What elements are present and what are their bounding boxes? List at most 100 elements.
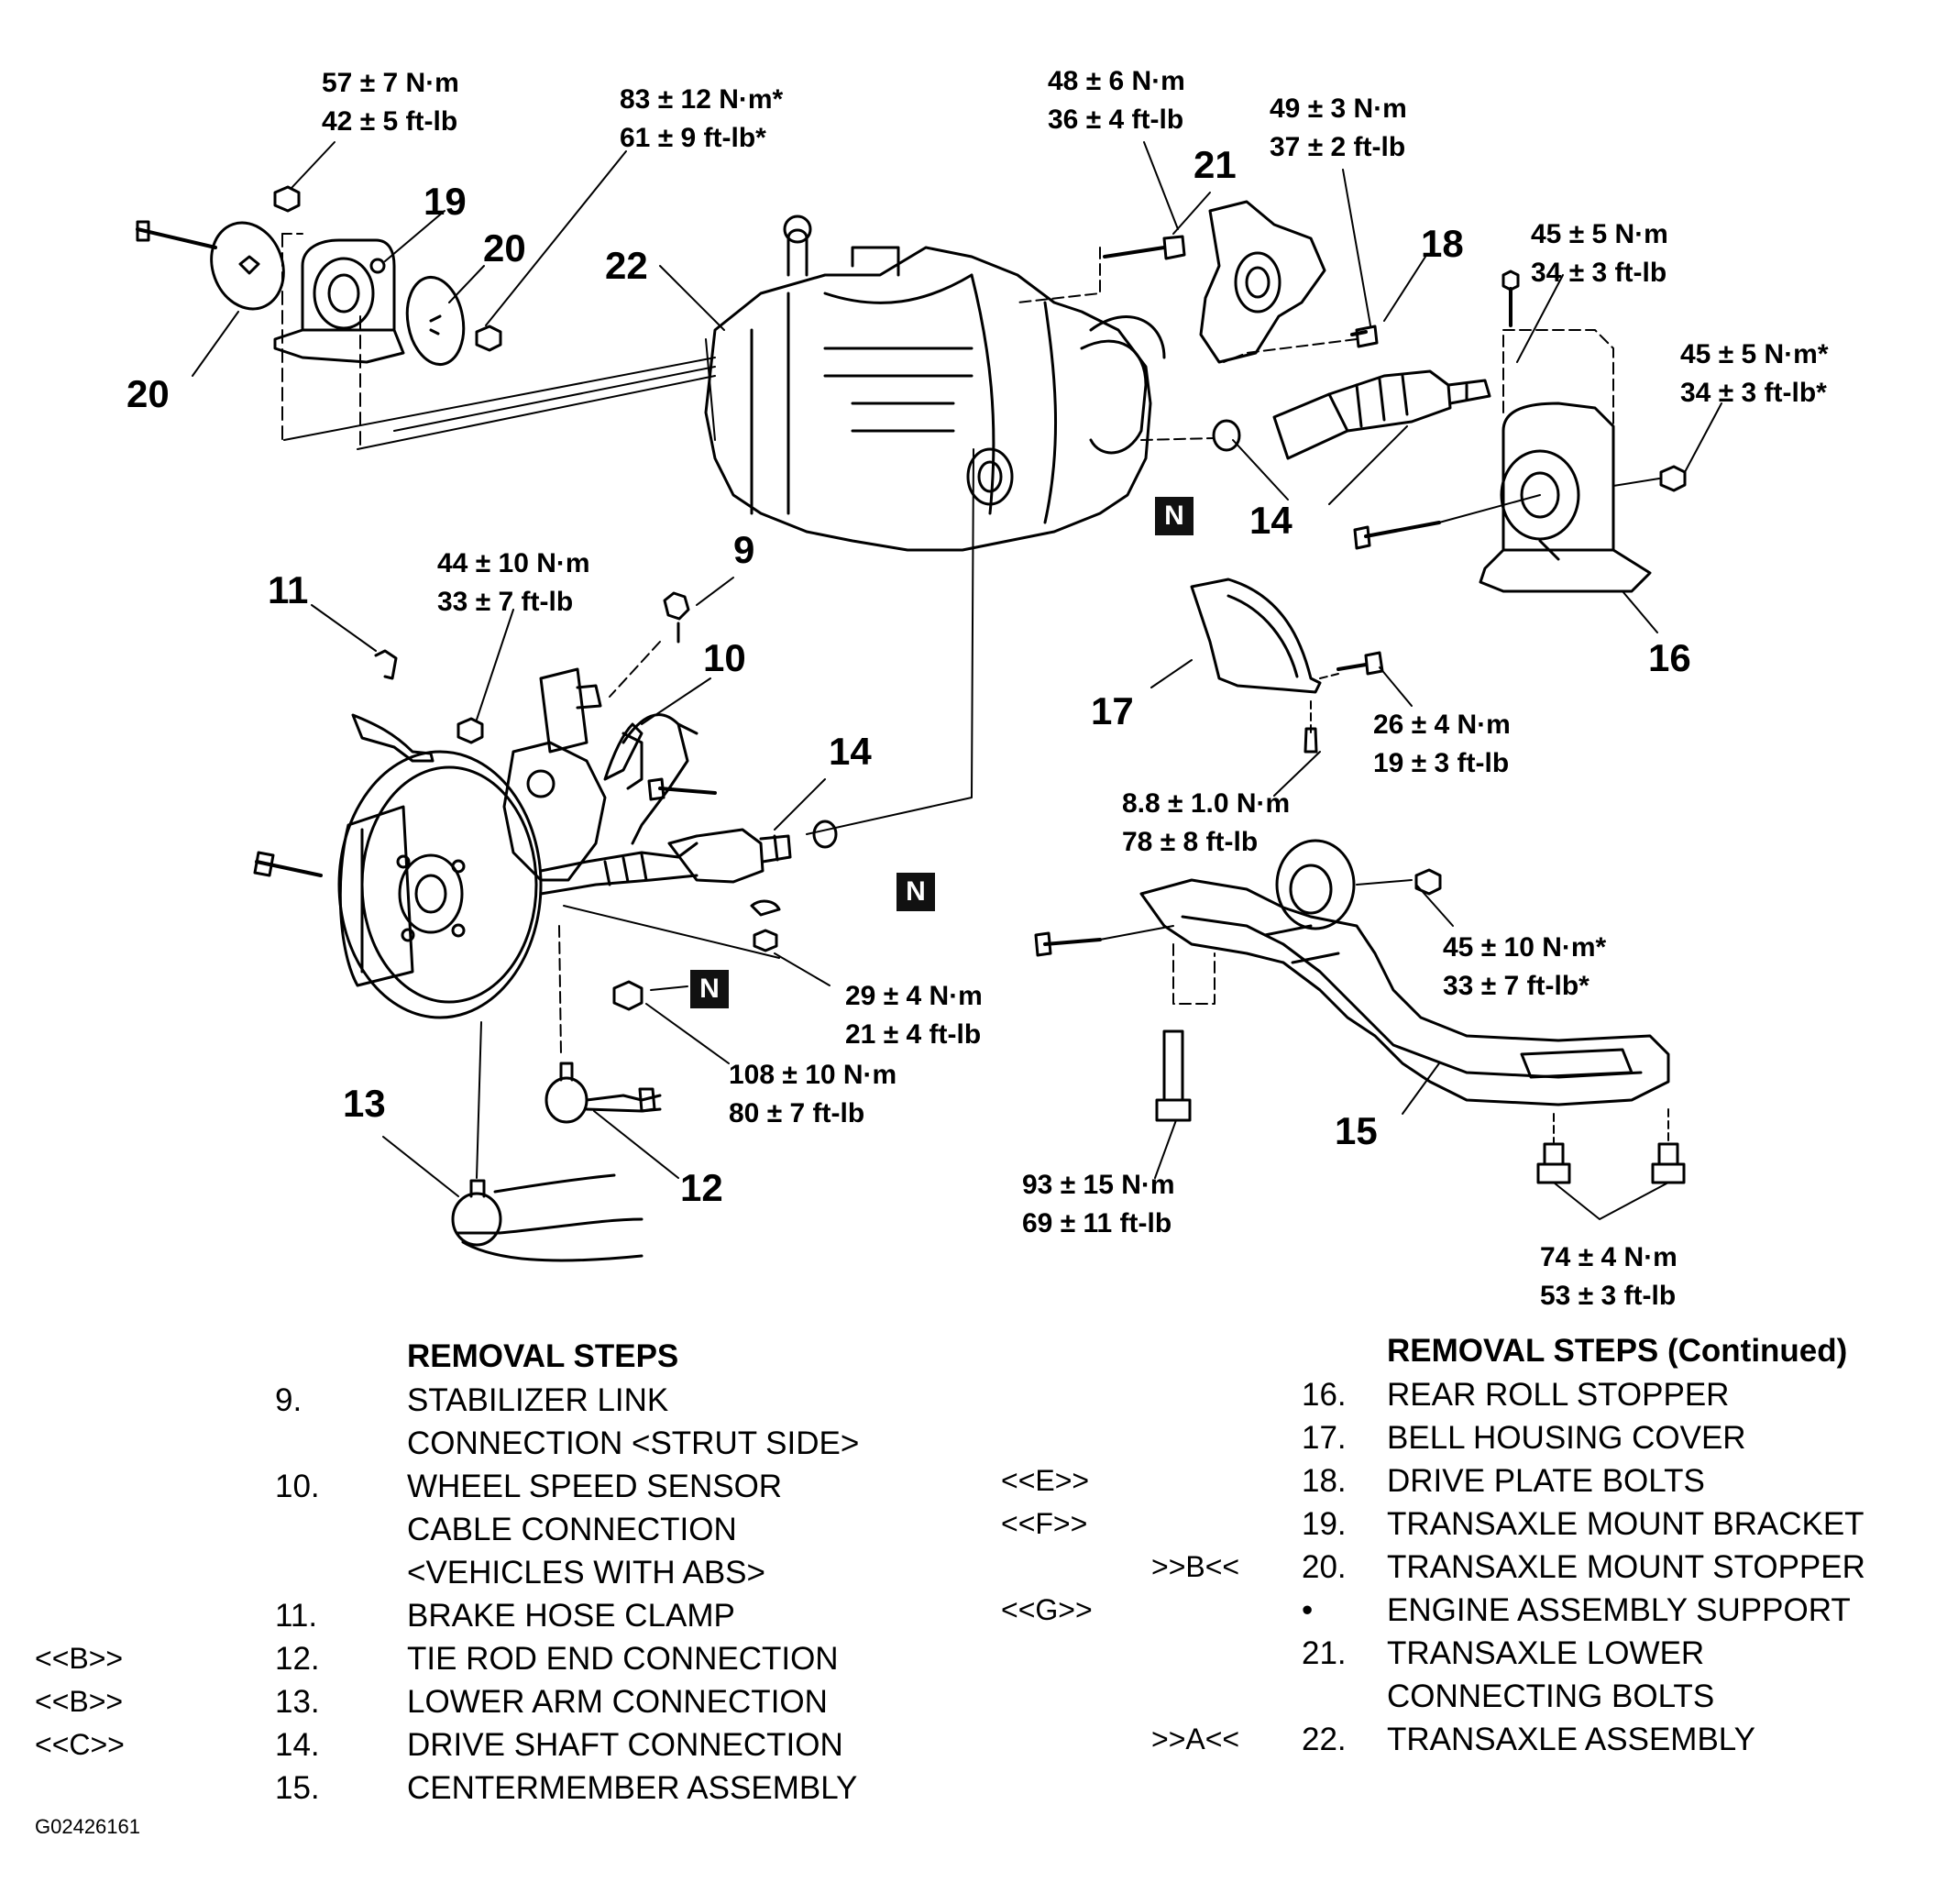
tie-rod-end [544, 1062, 662, 1124]
step-number: 16. [1302, 1377, 1347, 1413]
part-label-20: 20 [126, 372, 170, 415]
removal-step-row: 15.CENTERMEMBER ASSEMBLY [0, 1766, 972, 1810]
part-label-19: 19 [424, 180, 467, 223]
removal-steps-title: REMOVAL STEPS [407, 1338, 679, 1374]
step-text: LOWER ARM CONNECTION [407, 1684, 828, 1720]
step-number: 19. [1302, 1506, 1347, 1542]
part-label-9: 9 [733, 528, 755, 571]
part-label-10: 10 [703, 636, 746, 679]
removal-step-row: 9. STABILIZER LINK [0, 1379, 972, 1422]
removal-step-row: <VEHICLES WITH ABS> [0, 1551, 972, 1594]
step-text: TRANSAXLE MOUNT STOPPER [1387, 1549, 1865, 1585]
part-label-22: 22 [605, 244, 648, 287]
removal-step-row: CABLE CONNECTION [0, 1508, 972, 1551]
step-text: <VEHICLES WITH ABS> [407, 1555, 765, 1590]
step-text: STABILIZER LINK [407, 1382, 669, 1418]
non-reusable-marker: N [690, 970, 729, 1008]
step-reference-mark: <<E>> [1001, 1464, 1090, 1497]
step-text: BRAKE HOSE CLAMP [407, 1598, 735, 1634]
removal-step-row: <<E>>18.DRIVE PLATE BOLTS [972, 1459, 1947, 1502]
step-number: 15. [275, 1770, 320, 1806]
step-number: 9. [275, 1382, 302, 1418]
step-number: 10. [275, 1469, 320, 1504]
rear-roll-stopper [1479, 402, 1652, 593]
step-text: ENGINE ASSEMBLY SUPPORT [1387, 1592, 1851, 1628]
part-label-13: 13 [343, 1082, 386, 1125]
drive-shaft-lower [539, 828, 792, 896]
step-number: 21. [1302, 1635, 1347, 1671]
lower-arm [451, 1173, 644, 1262]
step-number: 11. [275, 1598, 318, 1634]
removal-step-row: >>B<< 20. TRANSAXLE MOUNT STOPPER [972, 1546, 1947, 1589]
non-reusable-marker: N [1155, 497, 1194, 535]
step-reference-mark: >>A<< [1151, 1722, 1240, 1755]
part-label-14: 14 [829, 730, 872, 773]
removal-step-row: CONNECTING BOLTS [972, 1675, 1947, 1718]
part-label-12: 12 [680, 1166, 723, 1209]
centermember-assembly [1139, 839, 1670, 1106]
drive-shaft-upper [1272, 369, 1491, 460]
part-label-20: 20 [483, 226, 526, 270]
torque-callout: 45 ± 10 N·m*33 ± 7 ft-lb* [1443, 932, 1607, 1001]
bell-housing-cover [1190, 578, 1322, 694]
step-text: DRIVE SHAFT CONNECTION [407, 1727, 843, 1763]
step-reference-mark: >>B<< [1151, 1550, 1240, 1583]
step-number: 22. [1302, 1722, 1347, 1757]
step-text: TRANSAXLE ASSEMBLY [1387, 1722, 1756, 1757]
transaxle-assembly [704, 215, 1166, 552]
step-reference-mark: <<F>> [1001, 1507, 1088, 1540]
removal-step-row: CONNECTION <STRUT SIDE> [0, 1422, 972, 1465]
removal-step-row: >>A<< 22. TRANSAXLE ASSEMBLY [972, 1718, 1947, 1761]
removal-step-row: 11. BRAKE HOSE CLAMP [0, 1594, 972, 1637]
step-text: CONNECTING BOLTS [1387, 1678, 1715, 1714]
step-number: 13. [275, 1684, 320, 1720]
part-label-16: 16 [1648, 636, 1691, 679]
step-text: CONNECTION <STRUT SIDE> [407, 1425, 860, 1461]
step-text: TRANSAXLE MOUNT BRACKET [1387, 1506, 1864, 1542]
removal-step-row: <<G>> • ENGINE ASSEMBLY SUPPORT [972, 1589, 1947, 1632]
step-text: REAR ROLL STOPPER [1387, 1377, 1730, 1413]
removal-step-row: <<B>> 13. LOWER ARM CONNECTION [0, 1680, 972, 1723]
part-label-11: 11 [268, 568, 309, 611]
removal-steps-continued-title: REMOVAL STEPS (Continued) [1387, 1333, 1848, 1369]
drive-plate [1199, 200, 1326, 364]
transaxle-mount-bracket [273, 238, 405, 364]
part-label-21: 21 [1194, 143, 1237, 186]
step-text: TRANSAXLE LOWER [1387, 1635, 1705, 1671]
figure-code: G02426161 [35, 1815, 140, 1838]
step-reference-mark: <<B>> [35, 1685, 124, 1718]
step-text: CABLE CONNECTION [407, 1512, 737, 1547]
brake-disc-hub [337, 750, 543, 1019]
removal-step-row: <<F>> 19. TRANSAXLE MOUNT BRACKET [972, 1502, 1947, 1546]
removal-step-row: 16. REAR ROLL STOPPER [972, 1373, 1947, 1416]
torque-callout: 83 ± 12 N·m*61 ± 9 ft-lb* [620, 84, 784, 153]
part-label-15: 15 [1335, 1109, 1378, 1152]
part-label-14: 14 [1249, 499, 1292, 542]
step-number: 12. [275, 1641, 320, 1677]
step-text: BELL HOUSING COVER [1387, 1420, 1746, 1456]
step-reference-mark: <<B>> [35, 1642, 124, 1675]
step-reference-mark: <<C>> [35, 1728, 125, 1761]
removal-steps-section: REMOVAL STEPS 9. STABILIZER LINK CONNECTIO… [0, 1335, 972, 1810]
step-number: • [1302, 1592, 1314, 1628]
removal-step-row: <<B>>12.TIE ROD END CONNECTION [0, 1637, 972, 1680]
step-reference-mark: <<G>> [1001, 1593, 1093, 1626]
step-number: 14. [275, 1727, 320, 1763]
removal-step-row: 10.WHEEL SPEED SENSOR [0, 1465, 972, 1508]
step-number: 20. [1302, 1549, 1347, 1585]
strut-knuckle [502, 667, 644, 882]
step-number: 17. [1302, 1420, 1347, 1456]
part-label-18: 18 [1421, 222, 1464, 265]
part-label-17: 17 [1091, 689, 1134, 732]
